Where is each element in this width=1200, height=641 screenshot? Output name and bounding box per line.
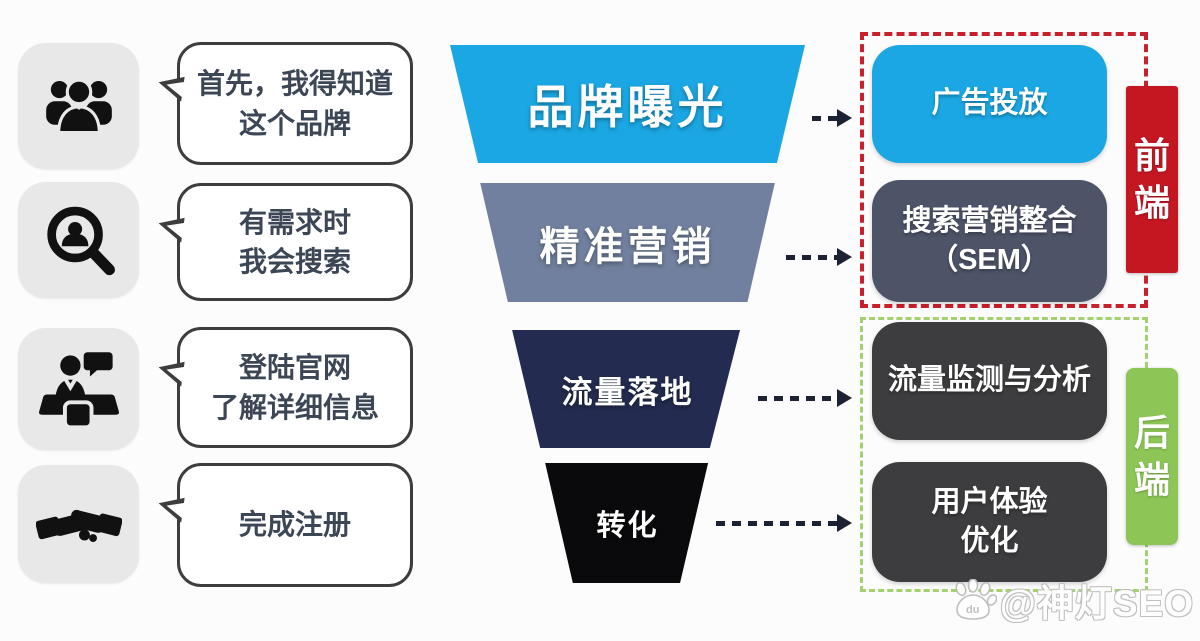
funnel-layer-traffic-landing: 流量落地 bbox=[512, 330, 741, 448]
handshake-icon bbox=[35, 509, 122, 542]
funnel-layer-label: 流量落地 bbox=[561, 374, 694, 410]
tactic-box-ads: 广告投放 bbox=[872, 45, 1107, 163]
bubble-line: 有需求时 bbox=[238, 206, 351, 238]
funnel-layer-conversion: 转化 bbox=[545, 463, 709, 583]
arrow-head-icon bbox=[837, 109, 852, 127]
speech-bubble-awareness: 首先，我得知道 这个品牌 bbox=[177, 42, 413, 165]
watermark-text: @神灯SEO bbox=[999, 583, 1194, 624]
funnel-layer-precision-marketing: 精准营销 bbox=[480, 183, 775, 302]
arrow-head-icon bbox=[837, 514, 852, 532]
arrow-to-ux bbox=[716, 514, 852, 532]
tactic-label: 流量监测与分析 bbox=[887, 364, 1091, 397]
tactic-box-sem: 搜索营销整合 （SEM） bbox=[872, 180, 1107, 302]
tactic-box-ux: 用户体验 优化 bbox=[872, 462, 1107, 582]
funnel-layer-brand-exposure: 品牌曝光 bbox=[450, 45, 805, 163]
arrow-dash bbox=[716, 520, 837, 526]
arrow-dash bbox=[786, 254, 837, 260]
arrow-to-analytics bbox=[758, 389, 852, 407]
baidu-paw-icon: du bbox=[955, 579, 997, 620]
arrow-head-icon bbox=[837, 389, 852, 407]
frontend-banner-label: 前端 bbox=[1134, 134, 1171, 223]
icon-tile-awareness bbox=[18, 43, 139, 169]
arrow-to-sem bbox=[786, 248, 852, 266]
visit-website-icon bbox=[38, 352, 119, 430]
funnel: 品牌曝光 精准营销 流量落地 转化 bbox=[450, 45, 805, 583]
tactic-label: 用户体验 bbox=[931, 485, 1048, 518]
funnel-layer-label: 品牌曝光 bbox=[527, 81, 728, 133]
paw-du-text: du bbox=[966, 604, 979, 616]
funnel-layer-label: 精准营销 bbox=[539, 224, 716, 269]
bubble-line: 了解详细信息 bbox=[210, 391, 379, 423]
people-group-icon bbox=[45, 78, 112, 135]
arrow-dash bbox=[758, 395, 837, 401]
funnel-layer-label: 转化 bbox=[596, 510, 659, 542]
bubble-line: 我会搜索 bbox=[238, 246, 351, 277]
speech-bubble-register: 完成注册 bbox=[177, 463, 413, 587]
icon-tile-register bbox=[18, 465, 139, 583]
tactic-label: 优化 bbox=[960, 525, 1019, 557]
arrow-dash bbox=[812, 115, 837, 121]
tactic-label: （SEM） bbox=[929, 244, 1050, 276]
bubble-line: 这个品牌 bbox=[238, 107, 351, 139]
tactic-label: 搜索营销整合 bbox=[902, 204, 1077, 237]
search-person-icon bbox=[46, 206, 115, 276]
watermark: du @神灯SEO bbox=[951, 573, 1194, 627]
arrow-head-icon bbox=[837, 248, 852, 266]
backend-banner-label: 后端 bbox=[1134, 411, 1171, 500]
frontend-banner: 前端 bbox=[1126, 86, 1178, 273]
arrow-to-ads bbox=[812, 109, 852, 127]
tactic-label: 广告投放 bbox=[931, 87, 1048, 120]
backend-banner: 后端 bbox=[1126, 368, 1178, 545]
tactic-box-analytics: 流量监测与分析 bbox=[872, 322, 1107, 440]
speech-bubble-search: 有需求时 我会搜索 bbox=[177, 183, 413, 301]
speech-bubble-website: 登陆官网 了解详细信息 bbox=[177, 327, 413, 448]
bubble-line: 首先，我得知道 bbox=[196, 68, 393, 100]
icon-tile-website bbox=[18, 328, 139, 450]
bubble-line: 完成注册 bbox=[238, 509, 351, 541]
bubble-line: 登陆官网 bbox=[238, 352, 351, 384]
icon-tile-search bbox=[18, 182, 139, 298]
